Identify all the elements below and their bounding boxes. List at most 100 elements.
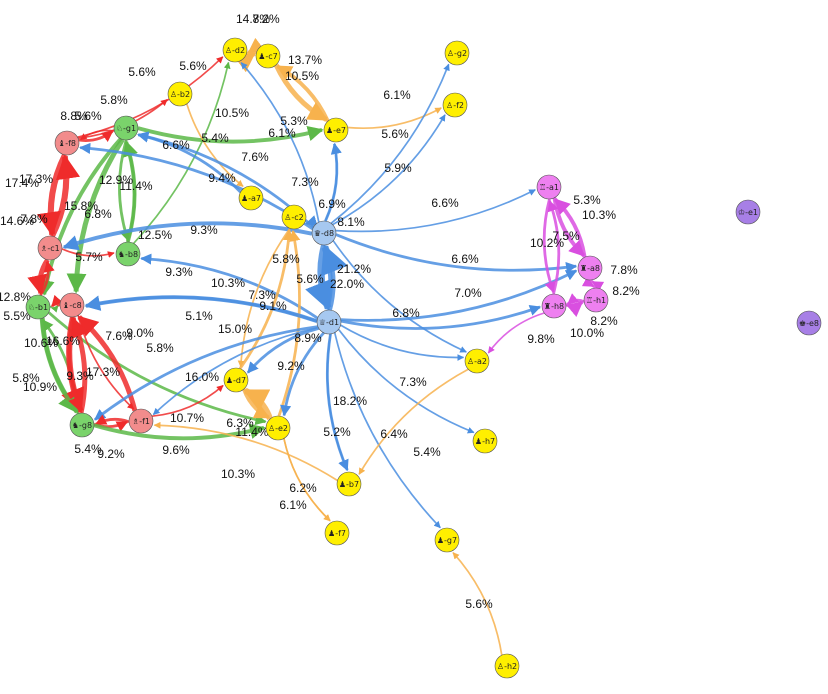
- edge-label: 6.9%: [318, 197, 346, 211]
- node-label: ♙-h2: [497, 662, 517, 671]
- node-a1[interactable]: ♖-a1: [536, 174, 562, 200]
- node-circle[interactable]: [311, 220, 337, 246]
- node-h2[interactable]: ♙-h2: [494, 653, 520, 679]
- node-d7[interactable]: ♟-d7: [223, 367, 249, 393]
- node-circle[interactable]: [735, 199, 761, 225]
- node-circle[interactable]: [536, 174, 562, 200]
- edge-label: 14.8%: [236, 12, 270, 26]
- node-d1[interactable]: ♕-d1: [316, 309, 342, 335]
- node-circle[interactable]: [167, 81, 193, 107]
- edge-label: 7.3%: [399, 375, 427, 389]
- node-circle[interactable]: [336, 471, 362, 497]
- node-circle[interactable]: [541, 293, 567, 319]
- node-g8[interactable]: ♞-g8: [69, 412, 95, 438]
- edge-label: 9.3%: [190, 223, 218, 237]
- node-circle[interactable]: [577, 255, 603, 281]
- node-d8[interactable]: ♛-d8: [311, 220, 337, 246]
- node-circle[interactable]: [69, 412, 95, 438]
- node-f2[interactable]: ♙-f2: [442, 92, 468, 118]
- node-circle[interactable]: [464, 348, 490, 374]
- node-circle[interactable]: [54, 130, 80, 156]
- node-circle[interactable]: [255, 43, 281, 69]
- edge-label: 5.1%: [185, 309, 213, 323]
- edge-label: 5.8%: [272, 252, 300, 266]
- node-circle[interactable]: [113, 115, 139, 141]
- node-c1[interactable]: ♗-c1: [37, 235, 63, 261]
- node-g7[interactable]: ♟-g7: [434, 527, 460, 553]
- edge-label: 9.1%: [259, 299, 287, 313]
- node-c2[interactable]: ♙-c2: [281, 204, 307, 230]
- node-e7[interactable]: ♟-e7: [323, 117, 349, 143]
- node-circle[interactable]: [323, 117, 349, 143]
- edge-d1-d7: [246, 327, 320, 374]
- edge-label: 8.8%: [60, 109, 88, 123]
- node-a7[interactable]: ♟-a7: [238, 185, 264, 211]
- node-circle[interactable]: [444, 40, 470, 66]
- edge-g1-b8: [118, 139, 131, 242]
- edge-c2-d7: [237, 227, 291, 368]
- node-g2[interactable]: ♙-g2: [444, 40, 470, 66]
- node-b1[interactable]: ♘-b1: [25, 294, 51, 320]
- node-b2[interactable]: ♙-b2: [167, 81, 193, 107]
- node-a8[interactable]: ♜-a8: [577, 255, 603, 281]
- node-c7[interactable]: ♟-c7: [255, 43, 281, 69]
- edge-e2-c2: [277, 229, 301, 417]
- edge-label: 6.1%: [279, 498, 307, 512]
- node-label: ♟-d7: [226, 376, 246, 385]
- edge-d1-c8: [84, 295, 318, 324]
- edge-d1-b7: [326, 333, 349, 471]
- edge-label: 7.2%: [252, 12, 280, 26]
- node-circle[interactable]: [25, 294, 51, 320]
- edge-label: 11.4%: [235, 425, 268, 439]
- edge-c8-b1: [50, 294, 63, 308]
- edge-label: 6.6%: [451, 252, 479, 266]
- node-b8[interactable]: ♞-b8: [115, 241, 141, 267]
- node-f1[interactable]: ♗-f1: [128, 408, 154, 434]
- node-circle[interactable]: [115, 241, 141, 267]
- node-c8[interactable]: ♝-c8: [59, 292, 85, 318]
- edge-label: 5.2%: [323, 425, 351, 439]
- edge-label: 8.2%: [590, 314, 618, 328]
- edge-label: 5.3%: [280, 114, 308, 128]
- node-circle[interactable]: [583, 287, 609, 313]
- node-circle[interactable]: [59, 292, 85, 318]
- node-h8[interactable]: ♜-h8: [541, 293, 567, 319]
- node-circle[interactable]: [472, 428, 498, 454]
- node-e2[interactable]: ♙-e2: [265, 415, 291, 441]
- edge-label: 15.8%: [64, 199, 98, 213]
- node-circle[interactable]: [265, 415, 291, 441]
- node-b7[interactable]: ♟-b7: [336, 471, 362, 497]
- edge-a1-h8: [542, 198, 556, 294]
- node-circle[interactable]: [128, 408, 154, 434]
- edge-label: 6.1%: [268, 126, 296, 140]
- node-circle[interactable]: [316, 309, 342, 335]
- node-label: ♕-d1: [319, 318, 339, 327]
- node-circle[interactable]: [223, 367, 249, 393]
- node-d2[interactable]: ♙-d2: [222, 37, 248, 63]
- node-circle[interactable]: [324, 520, 350, 546]
- node-f7[interactable]: ♟-f7: [324, 520, 350, 546]
- node-circle[interactable]: [222, 37, 248, 63]
- node-circle[interactable]: [238, 185, 264, 211]
- edge-label: 7.8%: [610, 263, 638, 277]
- node-circle[interactable]: [434, 527, 460, 553]
- node-circle[interactable]: [494, 653, 520, 679]
- node-circle[interactable]: [442, 92, 468, 118]
- node-label: ♙-b2: [170, 90, 190, 99]
- node-circle[interactable]: [281, 204, 307, 230]
- node-f8[interactable]: ♝-f8: [54, 130, 80, 156]
- edge-label: 17.4%: [5, 176, 39, 190]
- node-a2[interactable]: ♙-a2: [464, 348, 490, 374]
- node-e1[interactable]: ♔-e1: [735, 199, 761, 225]
- edge-g1-e7: [137, 125, 324, 144]
- node-e8[interactable]: ♚-e8: [796, 310, 822, 336]
- edge-d8-g2: [330, 63, 450, 224]
- node-h1[interactable]: ♖-h1: [583, 287, 609, 313]
- node-circle[interactable]: [796, 310, 822, 336]
- edge-d8-f8: [79, 142, 314, 231]
- node-g1[interactable]: ♘-g1: [113, 115, 139, 141]
- node-circle[interactable]: [37, 235, 63, 261]
- edge-label: 10.6%: [24, 336, 58, 350]
- node-h7[interactable]: ♟-h7: [472, 428, 498, 454]
- node-label: ♚-e8: [799, 319, 819, 328]
